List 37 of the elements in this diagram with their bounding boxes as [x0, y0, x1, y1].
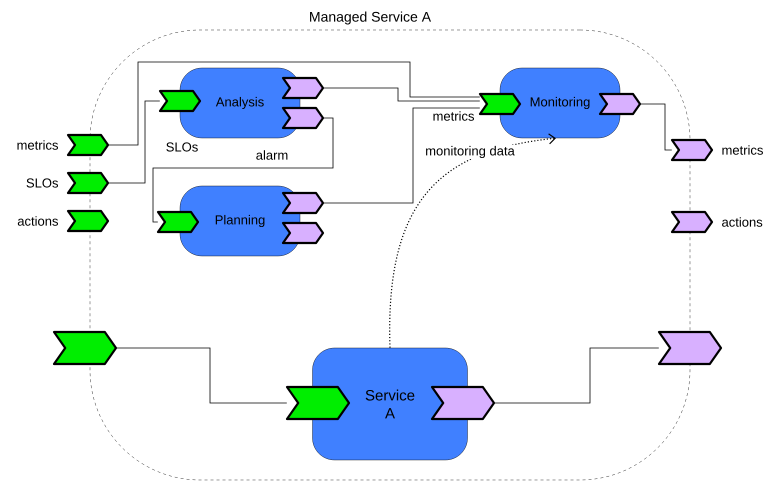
interface-port — [52, 330, 118, 366]
interface-port — [670, 210, 714, 234]
port-label: metrics — [722, 145, 763, 155]
edge-label: alarm — [254, 149, 290, 161]
connector — [152, 118, 334, 222]
interface-port — [282, 222, 324, 244]
interface-port — [156, 210, 200, 234]
node-label: Managed Service A — [310, 11, 432, 25]
connector — [108, 62, 480, 146]
connector — [108, 100, 160, 184]
interface-port — [598, 92, 642, 116]
interface-port — [282, 192, 324, 214]
interface-port — [658, 330, 722, 366]
port-label: metrics — [17, 140, 58, 150]
interface-port — [286, 386, 350, 420]
edge-label: monitoring data — [424, 144, 516, 160]
component-box: Monitoring — [500, 68, 620, 138]
interface-port — [66, 210, 110, 232]
interface-port — [66, 172, 110, 194]
interface-port — [478, 92, 522, 116]
connector — [322, 108, 480, 204]
connector — [640, 104, 672, 150]
edge-label: SLOs — [164, 141, 200, 153]
interface-port — [670, 138, 714, 162]
interface-port — [66, 134, 110, 156]
port-label: actions — [18, 216, 58, 226]
interface-port — [282, 106, 324, 130]
interface-port — [158, 90, 202, 112]
interface-port — [282, 76, 324, 100]
port-label: SLOs — [26, 178, 58, 188]
connector — [494, 348, 660, 404]
connector — [116, 348, 288, 404]
connector — [322, 88, 480, 102]
port-label: metrics — [433, 111, 474, 121]
connector — [389, 133, 556, 348]
port-label: actions — [722, 217, 762, 227]
interface-port — [430, 386, 496, 420]
